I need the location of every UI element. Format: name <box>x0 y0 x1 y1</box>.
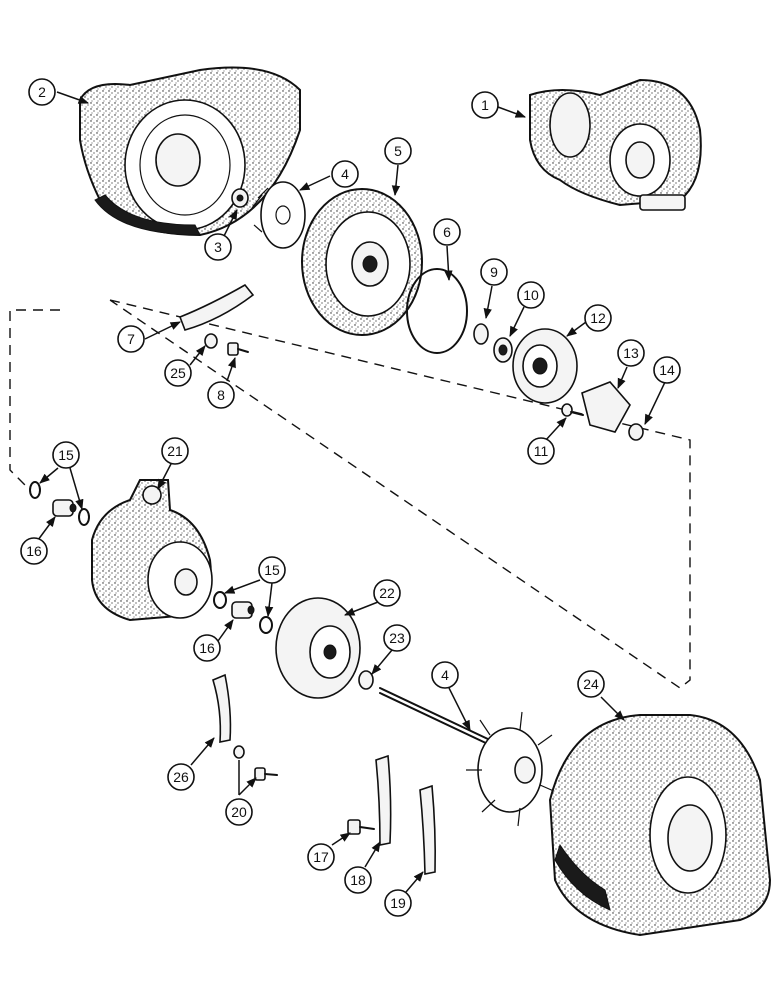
svg-text:4: 4 <box>341 166 349 182</box>
bearing-plate <box>512 328 578 404</box>
svg-text:8: 8 <box>217 387 225 403</box>
callout-18: 18 <box>344 866 372 894</box>
callout-4-compressor-wheel: 4 <box>331 160 359 188</box>
callout-26: 26 <box>167 763 195 791</box>
thrust-collar <box>493 337 513 363</box>
washer <box>204 333 218 349</box>
screw <box>561 403 584 417</box>
bolt <box>227 342 249 356</box>
svg-text:5: 5 <box>394 143 402 159</box>
svg-text:20: 20 <box>231 804 247 820</box>
callout-24: 24 <box>577 670 605 698</box>
turbine-housing <box>548 714 772 937</box>
svg-text:16: 16 <box>26 543 42 559</box>
svg-text:10: 10 <box>523 287 539 303</box>
retaining-ring <box>29 481 41 499</box>
journal-bearing <box>231 601 255 619</box>
callout-10: 10 <box>517 281 545 309</box>
svg-text:13: 13 <box>623 345 639 361</box>
callout-9: 9 <box>480 258 508 286</box>
svg-text:16: 16 <box>199 640 215 656</box>
thrust-bearing <box>581 381 631 433</box>
center-housing <box>91 479 213 622</box>
o-ring <box>406 268 468 354</box>
callout-3: 3 <box>204 233 232 261</box>
svg-text:26: 26 <box>173 769 189 785</box>
callout-11: 11 <box>527 437 555 465</box>
svg-text:25: 25 <box>170 365 186 381</box>
callout-12: 12 <box>584 304 612 332</box>
svg-text:4: 4 <box>441 667 449 683</box>
retaining-ring <box>259 616 273 634</box>
clamp-plate <box>419 784 436 875</box>
svg-text:2: 2 <box>38 84 46 100</box>
journal-bearing <box>52 499 77 517</box>
leader-lines <box>37 91 667 893</box>
callout-20: 20 <box>225 798 253 826</box>
turbine-shaft-wheel <box>379 687 557 827</box>
callout-15-lower: 15 <box>258 556 286 584</box>
callout-19: 19 <box>384 889 412 917</box>
seal-ring <box>358 670 374 690</box>
backplate <box>301 188 423 336</box>
svg-text:23: 23 <box>389 630 405 646</box>
callout-23: 23 <box>383 624 411 652</box>
retaining-ring <box>213 591 227 609</box>
dashed-assembly-line <box>9 299 691 689</box>
svg-text:9: 9 <box>490 264 498 280</box>
svg-text:7: 7 <box>127 331 135 347</box>
svg-text:3: 3 <box>214 239 222 255</box>
svg-text:11: 11 <box>534 443 549 459</box>
piston-ring <box>473 323 489 345</box>
callout-14: 14 <box>653 356 681 384</box>
svg-text:22: 22 <box>379 585 395 601</box>
svg-text:24: 24 <box>583 676 599 692</box>
callout-16-upper: 16 <box>20 537 48 565</box>
callout-15-upper: 15 <box>52 441 80 469</box>
callout-25: 25 <box>164 359 192 387</box>
svg-text:19: 19 <box>390 895 406 911</box>
callout-16-lower: 16 <box>193 634 221 662</box>
compressor-housing <box>79 66 301 237</box>
lock-plate <box>178 283 255 331</box>
svg-text:12: 12 <box>590 310 606 326</box>
svg-text:17: 17 <box>313 849 329 865</box>
nut <box>231 188 249 208</box>
callout-7: 7 <box>117 325 145 353</box>
bolt <box>347 819 375 835</box>
callout-1: 1 <box>471 91 499 119</box>
washer <box>233 745 245 759</box>
bolt <box>254 767 278 781</box>
svg-text:15: 15 <box>264 562 280 578</box>
callout-22: 22 <box>373 579 401 607</box>
svg-text:14: 14 <box>659 362 675 378</box>
callout-17: 17 <box>307 843 335 871</box>
svg-text:21: 21 <box>167 443 183 459</box>
callout-21: 21 <box>161 437 189 465</box>
callout-13: 13 <box>617 339 645 367</box>
compressor-wheel <box>251 181 306 249</box>
callout-4-turbine-shaft: 4 <box>431 661 459 689</box>
callout-6: 6 <box>433 218 461 246</box>
svg-text:15: 15 <box>58 447 74 463</box>
svg-text:1: 1 <box>481 97 489 113</box>
turbocharger-assembly <box>529 78 702 211</box>
callout-5: 5 <box>384 137 412 165</box>
heat-shield <box>275 597 361 699</box>
retaining-ring <box>78 508 90 526</box>
callout-8: 8 <box>207 381 235 409</box>
callout-2: 2 <box>28 78 56 106</box>
washer <box>628 423 644 441</box>
svg-text:18: 18 <box>350 872 366 888</box>
svg-text:6: 6 <box>443 224 451 240</box>
lock-plate <box>212 673 232 743</box>
clamp-plate <box>375 754 392 846</box>
